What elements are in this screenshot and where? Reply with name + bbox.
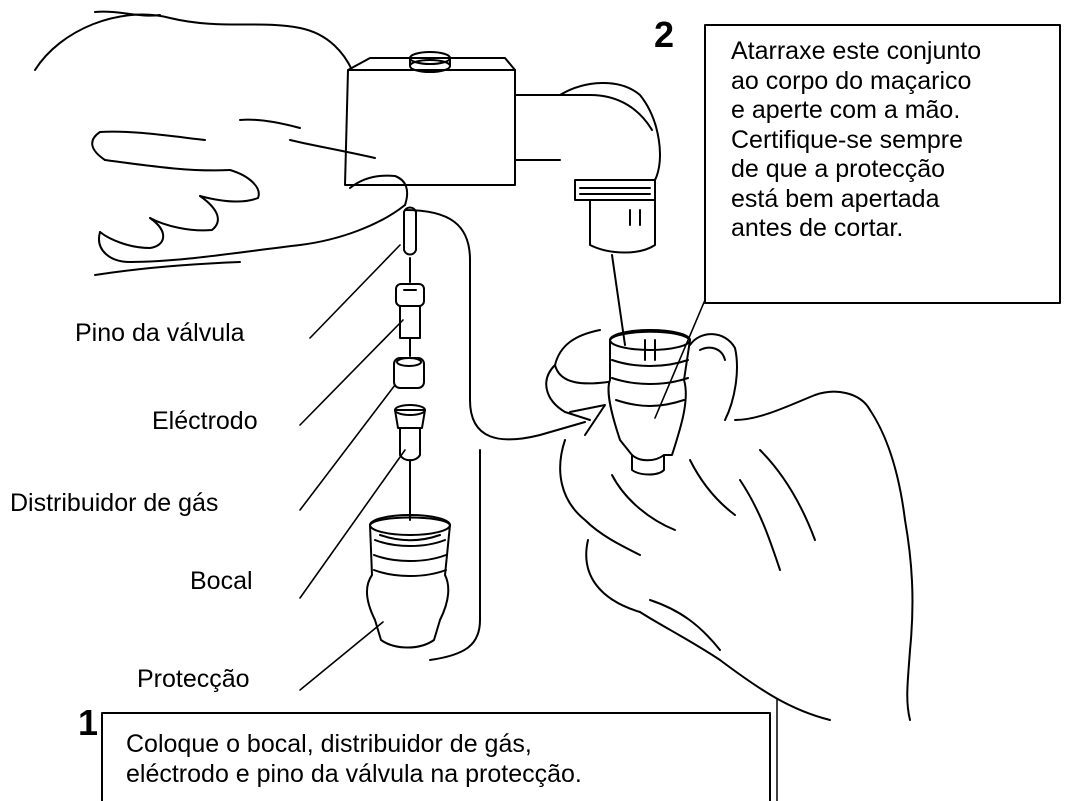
step-2-line-1: Atarraxe este conjunto (731, 37, 982, 65)
nozzle-drawing (394, 404, 426, 462)
gas-distributor-drawing (393, 357, 425, 389)
assembly-return-line (429, 449, 481, 661)
step-2-instructions: Atarraxe este conjunto ao corpo do maçar… (731, 37, 981, 244)
step-1-instructions: Coloque o bocal, distribuidor de gás, el… (126, 730, 582, 789)
label-electrode: Eléctrodo (152, 407, 258, 435)
step-2-line-6: está bem apertada (731, 184, 940, 213)
shield-drawing (366, 514, 451, 649)
step1-callout-frame (101, 712, 771, 801)
part-leader-lines (299, 244, 706, 691)
label-gas-distributor: Distribuidor de gás (10, 489, 219, 517)
valve-pin-drawing (403, 206, 417, 256)
step-1-line-2: eléctrodo e pino da válvula na protecção… (126, 759, 582, 788)
step-2-line-7: antes de cortar. (731, 214, 904, 242)
label-shield: Protecção (137, 665, 250, 693)
step-2-line-2: ao corpo do maçarico (731, 66, 972, 95)
step-1-number: 1 (78, 702, 99, 743)
step2-callout-frame (704, 24, 1061, 304)
step-2-line-5: de que a protecção (731, 155, 946, 183)
assembly-arrow-head (569, 404, 606, 436)
assembly-arrow-line (404, 209, 586, 441)
torch-to-shield-line (611, 254, 626, 346)
electrode-drawing (395, 283, 425, 339)
step-2-number: 2 (654, 14, 675, 55)
right-hand-drawing (545, 329, 914, 721)
torch-body-drawing (344, 51, 661, 254)
step-2-line-3: e aperte com a mão. (731, 96, 961, 124)
label-nozzle: Bocal (190, 567, 253, 595)
step-1-line-1: Coloque o bocal, distribuidor de gás, (126, 730, 532, 758)
left-hand-drawing (34, 10, 409, 276)
label-valve-pin: Pino da válvula (75, 319, 245, 347)
step-2-line-4: Certifique-se sempre (731, 125, 964, 154)
